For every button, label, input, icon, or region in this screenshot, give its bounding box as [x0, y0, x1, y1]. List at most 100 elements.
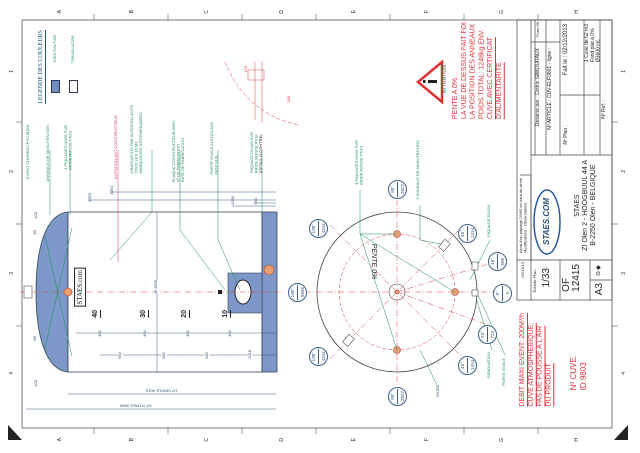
position-bubble: 90°2827: [388, 180, 407, 199]
label-event: EVENT CHAPEAU PVC Ø160: [25, 125, 30, 179]
cuve-id: Nº CUVE:ID 9803: [569, 355, 588, 391]
staes-logo-oval: [533, 189, 561, 255]
frame-letter-f: F: [424, 10, 430, 14]
frame-number-2: 2: [9, 170, 15, 173]
frame-number-4: 4: [9, 372, 15, 375]
staes-sticker: STAES.com: [74, 268, 87, 307]
frame-letter-d: D: [279, 10, 285, 14]
staes-logo: STAES.COM: [542, 198, 551, 245]
bubble-distance: 2827: [399, 184, 405, 195]
bubble-distance: 5655: [299, 287, 305, 298]
dim-80: 80: [32, 336, 37, 341]
frame-number-1: 1: [9, 70, 15, 73]
bubble-distance: 723: [489, 330, 495, 339]
position-bubble: 45°1414: [458, 224, 477, 243]
corner-mark: [8, 425, 22, 440]
bubble-angle: 135°: [311, 223, 317, 234]
position-bubble: 16°500: [488, 252, 507, 271]
dim-ht-virole: HT VIROLE 4016: [146, 388, 178, 394]
side-view-tank: [20, 150, 285, 410]
frame-letter-e: E: [351, 438, 357, 442]
frame-letter-g: G: [499, 438, 505, 442]
bubble-angle: 23°: [480, 331, 486, 338]
frame-letter-a: A: [57, 438, 63, 442]
legend-swatch-translucide: [69, 80, 78, 93]
frame-letter-c: C: [204, 10, 210, 14]
bubble-distance: 4241: [320, 223, 326, 234]
frame-letter-h: H: [574, 10, 580, 14]
position-bubble: 180°5655: [288, 283, 307, 302]
attention-title: ATTENTION: [442, 65, 448, 93]
detail-dim-120: 120: [243, 66, 248, 73]
projection-symbol-icon: ⊖◆: [596, 264, 602, 277]
dim-80: 80: [32, 230, 37, 235]
frame-letter-h: H: [574, 438, 580, 442]
graduation-mark-40: 40: [92, 310, 99, 318]
bubble-distance: 4241: [320, 351, 326, 362]
frame-number-3: 3: [9, 272, 15, 275]
dim-diameter: Ø 3600: [153, 280, 159, 294]
frame-letter-d: D: [279, 438, 285, 442]
label-r1300: R1300: [435, 385, 440, 397]
dim-100: 100: [33, 212, 38, 219]
title-block-grid: [516, 19, 613, 301]
frame-letter-a: A: [57, 10, 63, 14]
bubble-distance: 2827: [399, 391, 405, 402]
frame-number-2: 2: [621, 170, 627, 173]
bubble-angle: 90°: [390, 186, 396, 193]
frame-letter-c: C: [204, 438, 210, 442]
dim-491: 491: [97, 330, 102, 337]
position-bubble: 0°0: [493, 284, 512, 303]
bubble-angle: 135°: [311, 351, 317, 362]
bubble-angle: 45°: [460, 230, 466, 237]
legend-label-translucide: TRANSLUCIDE: [70, 35, 75, 64]
frame-letter-e: E: [351, 10, 357, 14]
frame-letter-b: B: [129, 10, 135, 14]
bubble-angle: 180°: [290, 287, 296, 298]
frame-letter-g: G: [499, 10, 505, 14]
label-top-piquage150: PIQUAGE DN150: [486, 205, 491, 237]
dim-982: 982: [204, 352, 210, 359]
label-pente: PENTE 0%: [370, 243, 378, 280]
label-top-graduation: GRADUATION: [486, 352, 491, 379]
graduation-mark-20: 20: [181, 310, 188, 318]
bubble-angle: 0°: [495, 291, 501, 296]
dim-982: 982: [161, 352, 167, 359]
dessine-par: Dessiné par : Cédric SABOURAUX: [535, 48, 541, 127]
corner-mark: [614, 425, 628, 440]
dim-750: 750: [253, 198, 258, 205]
echelle-label: Echelle Plan :: [532, 268, 537, 293]
detail-o-contre: [224, 61, 301, 126]
dim-1018: 1018: [247, 350, 253, 359]
revision-text: Ajout d'un piquage DN65 en haut de virol…: [518, 178, 528, 254]
detail-dim-180: 180: [286, 96, 291, 103]
paper-format: A3: [594, 283, 605, 296]
legend-label-gris: GRIS RAL7035: [52, 35, 57, 63]
dim-491: 491: [227, 330, 232, 337]
ref-number: Nº Ref. :: [601, 100, 607, 119]
position-bubble: 90°2827: [388, 387, 407, 406]
dim-4350: 4350: [87, 193, 92, 202]
legend-swatch-gris: [51, 80, 60, 93]
position-bubble: 135°4241: [309, 219, 328, 238]
frame-letter-b: B: [129, 438, 135, 442]
bubble-angle: 45°: [460, 362, 466, 369]
fait-le: Fait le : 02/12/2013: [563, 24, 569, 76]
bubble-distance: 1414: [469, 228, 475, 239]
top-view-tank: [305, 190, 506, 386]
warning-triangle-icon: [416, 59, 444, 105]
frame-letter-f: F: [424, 438, 430, 442]
article-number: Nº ARTICLE : CUV-ELF0801 - ligne :: [547, 48, 553, 130]
echelle-value: 1/33: [541, 268, 552, 288]
bubble-distance: 1414: [469, 360, 475, 371]
